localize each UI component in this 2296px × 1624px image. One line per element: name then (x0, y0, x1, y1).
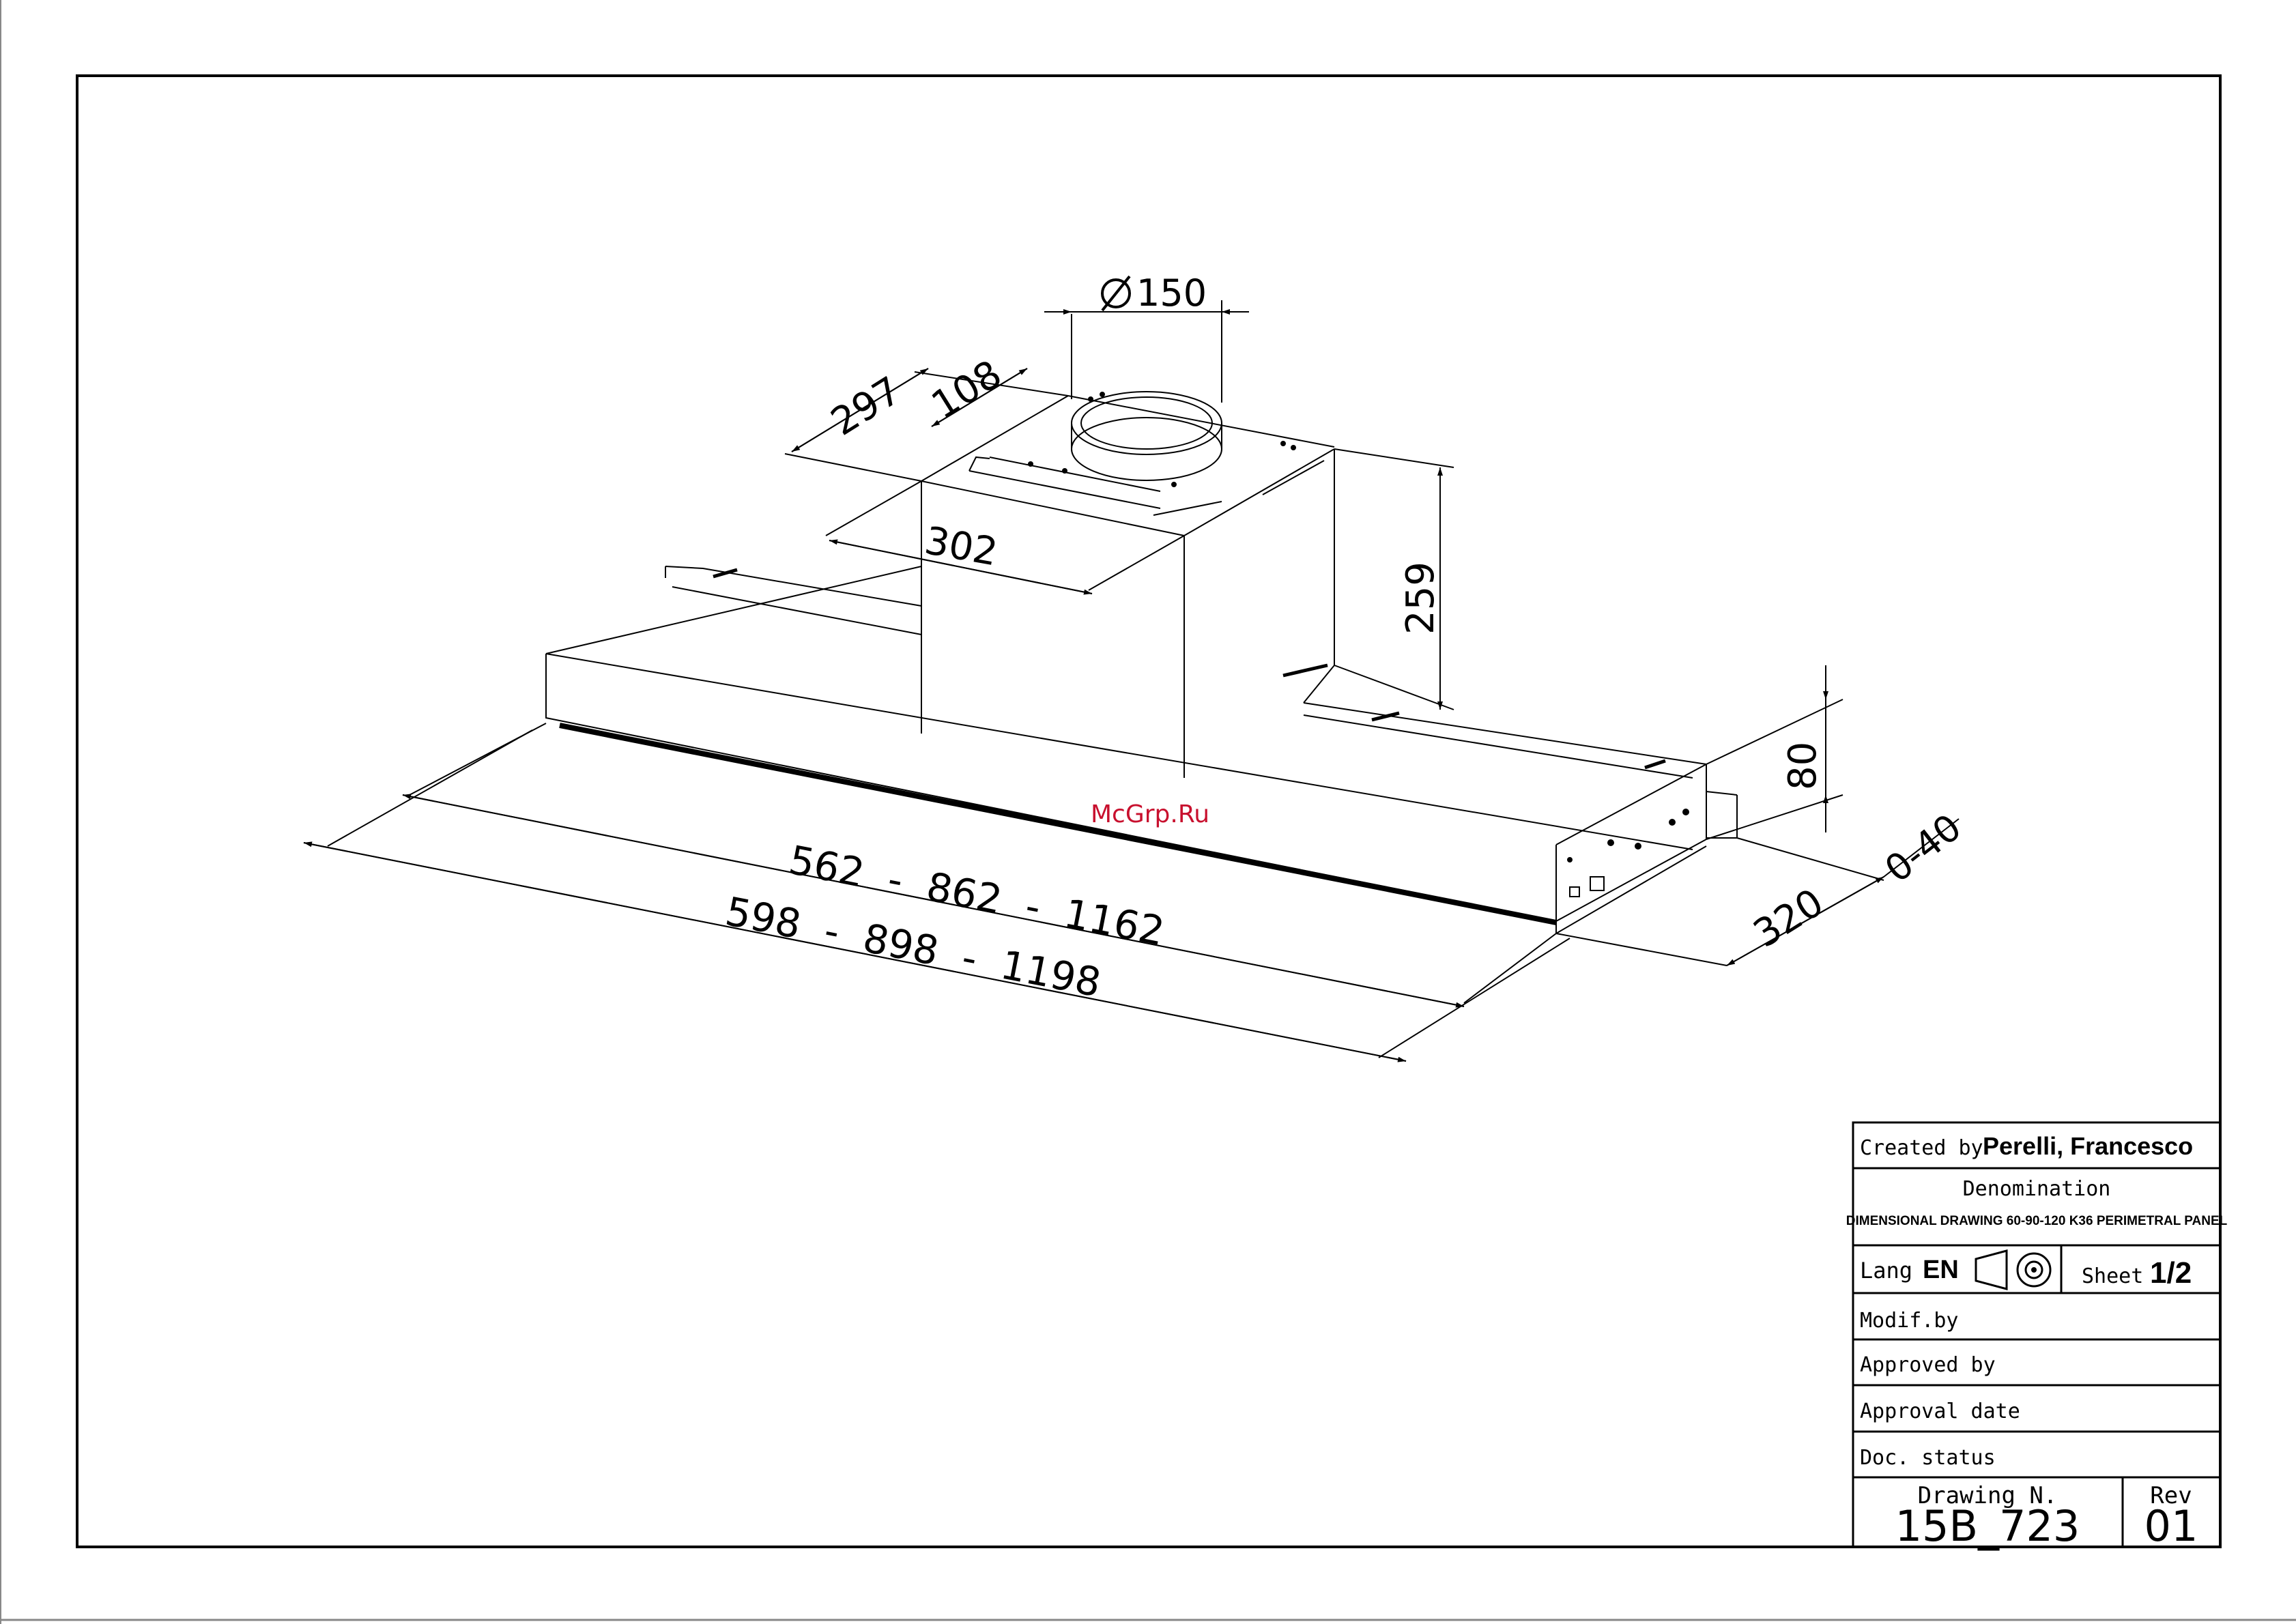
watermark: McGrp.Ru (1091, 800, 1209, 828)
created-by-label: Created by (1860, 1136, 1983, 1160)
dim-chimney-height: 259 (1398, 562, 1443, 635)
approval-date-label: Approval date (1860, 1400, 2020, 1423)
modif-by-label: Modif.by (1860, 1309, 1959, 1333)
dim-offset-top: 108 (924, 352, 1009, 429)
sheet-value: 1/2 (2150, 1256, 2192, 1290)
lang-value: EN (1923, 1256, 1959, 1284)
denomination-label: Denomination (1963, 1177, 2111, 1201)
sheet-label: Sheet (2082, 1264, 2143, 1288)
lang-label: Lang (1860, 1258, 1912, 1284)
dim-panel-height: 80 (1781, 742, 1825, 790)
created-by-value: Perelli, Francesco (1983, 1132, 2193, 1160)
denomination-value: DIMENSIONAL DRAWING 60-90-120 K36 PERIME… (1846, 1214, 2228, 1228)
doc-status-label: Doc. status (1860, 1446, 1996, 1470)
dim-depth-top: 297 (824, 368, 909, 445)
hood-drawing (546, 392, 1737, 933)
diameter-symbol (1102, 276, 1130, 310)
dim-diameter: 150 (1136, 272, 1207, 315)
rev-value: 01 (2144, 1501, 2198, 1551)
dim-depth: 320 (1746, 880, 1831, 957)
dim-adjust: 0-40 (1877, 806, 1969, 891)
dim-chimney-width: 302 (921, 519, 1001, 575)
drawing-number-value: 15B_723 (1895, 1501, 2080, 1551)
approved-by-label: Approved by (1860, 1353, 1996, 1377)
